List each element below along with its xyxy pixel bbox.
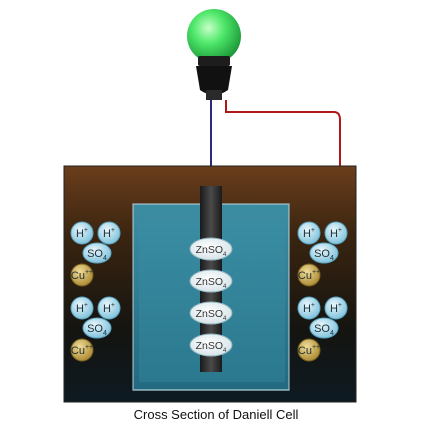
svg-text:H+: H+ [303, 302, 315, 315]
hydrogen-ion: H+ [97, 296, 121, 320]
sulfate-ion: SO4 [82, 317, 112, 339]
hydrogen-ion: H+ [70, 296, 94, 320]
outer-ion-clusters: H+H+SO4Cu++H+H+SO4Cu++H+H+SO4Cu++H+H+SO4… [70, 221, 348, 362]
svg-text:Cu++: Cu++ [71, 269, 93, 282]
svg-text:SO4: SO4 [87, 248, 107, 262]
positive-wire [225, 100, 341, 168]
copper-ion: Cu++ [297, 263, 321, 287]
svg-text:Cu++: Cu++ [71, 344, 93, 357]
svg-text:H+: H+ [76, 302, 88, 315]
hydrogen-ion: H+ [297, 296, 321, 320]
sulfate-ion: SO4 [309, 242, 339, 264]
zinc-sulfate-ion: ZnSO4 [189, 237, 233, 261]
hydrogen-ion: H+ [297, 221, 321, 245]
zinc-sulfate-ion: ZnSO4 [189, 301, 233, 325]
zinc-sulfate-ion: ZnSO4 [189, 333, 233, 357]
svg-text:H+: H+ [330, 302, 342, 315]
svg-text:SO4: SO4 [314, 323, 334, 337]
copper-ion: Cu++ [297, 338, 321, 362]
svg-text:ZnSO4: ZnSO4 [196, 244, 227, 258]
svg-text:Cu++: Cu++ [298, 269, 320, 282]
copper-ion: Cu++ [70, 263, 94, 287]
diagram-caption: Cross Section of Daniell Cell [133, 407, 299, 422]
hydrogen-ion: H+ [97, 221, 121, 245]
svg-text:ZnSO4: ZnSO4 [196, 308, 227, 322]
copper-ion: Cu++ [70, 338, 94, 362]
svg-text:SO4: SO4 [87, 323, 107, 337]
hydrogen-ion: H+ [70, 221, 94, 245]
svg-text:ZnSO4: ZnSO4 [196, 276, 227, 290]
svg-text:H+: H+ [76, 227, 88, 240]
svg-text:Cu++: Cu++ [298, 344, 320, 357]
zinc-sulfate-ions: ZnSO4 ZnSO4 ZnSO4 ZnSO4 [189, 237, 233, 357]
svg-text:H+: H+ [303, 227, 315, 240]
hydrogen-ion: H+ [324, 221, 348, 245]
zinc-sulfate-ion: ZnSO4 [189, 269, 233, 293]
svg-text:SO4: SO4 [314, 248, 334, 262]
svg-text:H+: H+ [103, 227, 115, 240]
svg-text:H+: H+ [103, 302, 115, 315]
hydrogen-ion: H+ [324, 296, 348, 320]
sulfate-ion: SO4 [82, 242, 112, 264]
svg-text:H+: H+ [330, 227, 342, 240]
svg-text:ZnSO4: ZnSO4 [196, 340, 227, 354]
sulfate-ion: SO4 [309, 317, 339, 339]
light-bulb-icon [187, 9, 241, 100]
